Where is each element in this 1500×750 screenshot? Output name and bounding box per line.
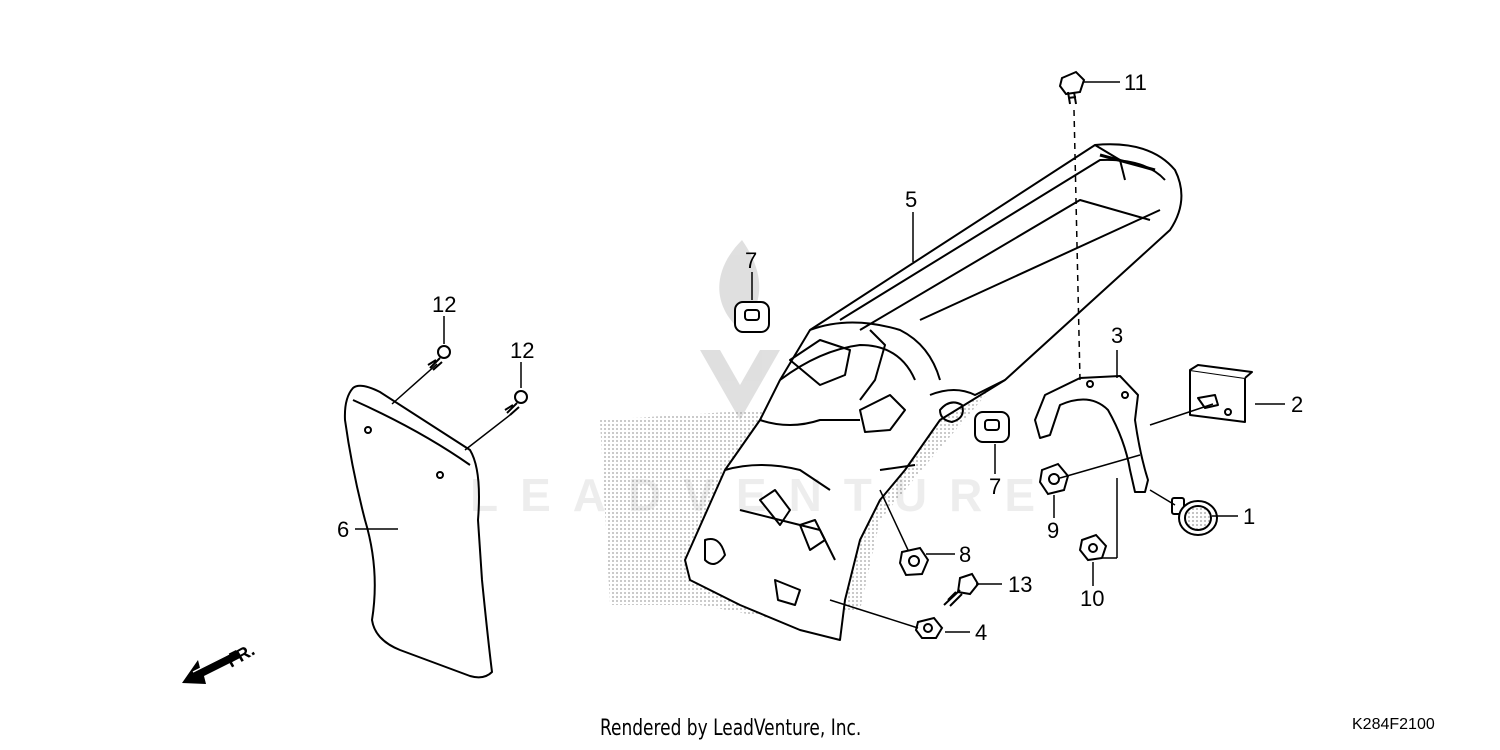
callout-7a: 7: [745, 248, 757, 273]
direction-label: FR.: [223, 640, 258, 672]
nut-8: [898, 546, 930, 577]
watermark-text: LEADVENTURE: [470, 469, 1058, 521]
front-direction-arrow-icon: FR.: [182, 640, 258, 684]
callout-5: 5: [905, 187, 917, 212]
callout-9: 9: [1047, 518, 1059, 543]
diagram-code: K284F2100: [1352, 716, 1435, 733]
leader-lines: [355, 81, 1285, 633]
callout-11: 11: [1124, 70, 1147, 95]
callout-7b: 7: [989, 474, 1001, 499]
callout-10: 10: [1080, 586, 1104, 611]
callout-3: 3: [1111, 323, 1123, 348]
rear-fender: [684, 143, 1183, 641]
callout-6: 6: [337, 517, 349, 542]
callout-2: 2: [1291, 392, 1303, 417]
nut-9: [1038, 462, 1070, 496]
nut-10: [1078, 533, 1108, 562]
bracket-3: [1034, 375, 1149, 493]
callout-12a: 12: [432, 292, 456, 317]
reflector-1: [1171, 497, 1218, 536]
bolt-11: [1058, 70, 1086, 105]
screw-12a: [427, 345, 451, 371]
callout-13: 13: [1008, 572, 1032, 597]
grommet-7a: [734, 301, 770, 333]
side-cover: [343, 384, 493, 679]
bolt-13: [943, 572, 980, 607]
nut-4: [914, 616, 944, 639]
screw-12b: [504, 390, 528, 416]
render-credit: Rendered by LeadVenture, Inc.: [600, 716, 862, 741]
callout-1: 1: [1243, 504, 1255, 529]
callout-12b: 12: [510, 338, 534, 363]
grommet-7b: [974, 411, 1010, 443]
callout-8: 8: [959, 542, 971, 567]
callout-4: 4: [975, 620, 987, 645]
reflector-2: [1189, 364, 1253, 423]
